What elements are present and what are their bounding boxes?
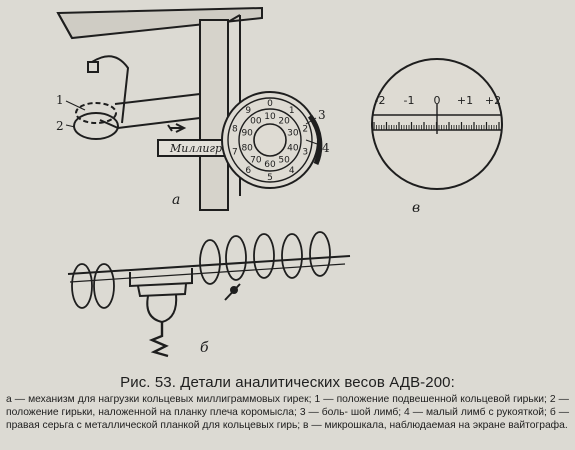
suspension-bracket [146,293,178,324]
large-dial-digit: 4 [289,166,295,176]
small-dial-digit: 30 [287,129,299,139]
small-dial [253,123,287,157]
callout-2: 2 [56,119,64,133]
small-dial-digit: 60 [264,160,276,170]
callout-4: 4 [322,141,330,155]
caption-line-2: кольцевой гирьки; 2 — положение гирьки, … [6,394,569,418]
large-dial-digit: 8 [232,125,238,135]
large-dial-digit: 3 [302,147,308,157]
pointer-label: Миллигр [169,142,222,155]
weight-ring [253,233,275,279]
caption-line-3: шой лимб; 4 — малый лимб с рукояткой; б … [6,407,570,431]
microscale-number: -2 [375,94,386,107]
small-dial-digit: 10 [264,112,276,122]
large-dial-digit: 7 [232,147,238,157]
small-dial-digit: 90 [241,129,253,139]
large-dial-digits: 0 12 34 5 67 89 [232,99,308,183]
microscale-number: -1 [404,94,415,107]
panel-b-earring [67,231,351,358]
weight-rings [71,231,331,309]
panel-v-label: в [412,200,420,216]
small-dial-digit: 00 [250,117,262,127]
weight-ring [71,263,93,309]
beam [56,6,263,40]
panel-v-microscale [371,58,503,190]
microscale-number: 0 [434,94,441,107]
small-dial-digit: 20 [278,117,290,127]
weight-ring [199,239,221,285]
caption-line-1: а — механизм для нагрузки кольцевых милл… [6,394,458,405]
large-dial-digit: 1 [289,106,295,116]
column [199,19,229,211]
ring-on-bar [73,112,119,140]
caption-body: а — механизм для нагрузки кольцевых милл… [6,393,569,432]
small-dial-digit: 50 [278,155,290,165]
ring-suspended [75,102,117,124]
microscale-numbers: -2 -1 0 +1 +2 [375,94,502,107]
large-dial-digit: 0 [267,99,273,109]
caption-title: Рис. 53. Детали аналитических весов АДВ-… [120,374,455,391]
small-dial-digit: 70 [250,155,262,165]
weight-ring [309,231,331,277]
microscale-number: +1 [457,94,473,107]
microscale-ticks [373,122,500,130]
hook [148,322,169,358]
callout-3: 3 [318,108,326,122]
large-dial-digit: 6 [245,166,251,176]
panel-b-label: б [200,340,209,356]
microscale-number: +2 [485,94,501,107]
large-dial-digit: 5 [267,173,273,183]
weight-ring [281,233,303,279]
small-dial-digit: 80 [241,143,253,153]
small-dial-digit: 40 [287,143,299,153]
callout-1: 1 [56,93,64,107]
large-dial-digit: 9 [245,106,251,116]
large-dial-digit: 2 [302,125,308,135]
caption-line-4: кольцевых гирь; в — микрошкала, наблюдае… [222,420,568,431]
panel-a-mechanism [56,6,323,211]
weight-ring [93,263,115,309]
weight-ring [225,235,247,281]
pointer-arrow [170,123,187,133]
panel-a-label: а [172,192,180,208]
